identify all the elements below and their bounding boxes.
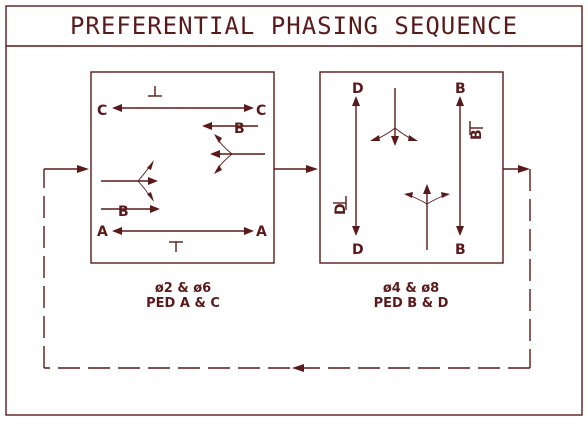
- ped-crossing-a: [112, 227, 254, 252]
- label-ped-d: D: [333, 203, 349, 215]
- movement-eastbound-turns: [101, 160, 158, 202]
- label-b-bottom: B: [455, 242, 466, 258]
- label-a-right: A: [256, 224, 267, 240]
- label-c-left: C: [97, 103, 107, 119]
- movement-b-eastbound: [101, 205, 160, 213]
- label-d-top: D: [352, 81, 364, 97]
- movement-b-westbound: [202, 122, 258, 130]
- sequence-arrow-entry: [44, 165, 89, 173]
- label-b-top: B: [455, 81, 466, 97]
- phase-box-left: [90, 71, 275, 264]
- phase-left-caption-line2: PED A & C: [146, 296, 220, 311]
- label-ped-b: B: [469, 129, 485, 140]
- ped-crossing-d: [352, 96, 360, 236]
- movement-northbound-turns: [404, 184, 450, 250]
- phase-box-right: [319, 71, 504, 264]
- label-c-right: C: [256, 103, 266, 119]
- phase-left-caption-line1: ø2 & ø6: [154, 281, 212, 296]
- label-b-lower: B: [118, 204, 129, 220]
- label-a-left: A: [97, 224, 108, 240]
- ped-symbol-b: [469, 121, 483, 135]
- sequence-arrow-exit: [503, 165, 530, 173]
- movement-southbound-turns: [370, 88, 418, 146]
- ped-crossing-c: [112, 86, 254, 112]
- ped-symbol-d: [333, 196, 347, 210]
- sequence-return-loop: [43, 169, 531, 372]
- label-d-bottom: D: [352, 242, 364, 258]
- movement-westbound-turns: [210, 134, 265, 174]
- sequence-arrow-left-to-right: [274, 165, 318, 173]
- outer-border: [5, 5, 583, 416]
- label-b-upper: B: [234, 121, 245, 137]
- ped-crossing-b: [456, 96, 464, 236]
- phase-right-caption-line1: ø4 & ø8: [382, 281, 440, 296]
- diagram-title: PREFERENTIAL PHASING SEQUENCE: [69, 12, 519, 40]
- phase-right-caption-line2: PED B & D: [373, 296, 449, 311]
- phase-right-caption: ø4 & ø8 PED B & D: [311, 281, 511, 311]
- phase-left-caption: ø2 & ø6 PED A & C: [83, 281, 283, 311]
